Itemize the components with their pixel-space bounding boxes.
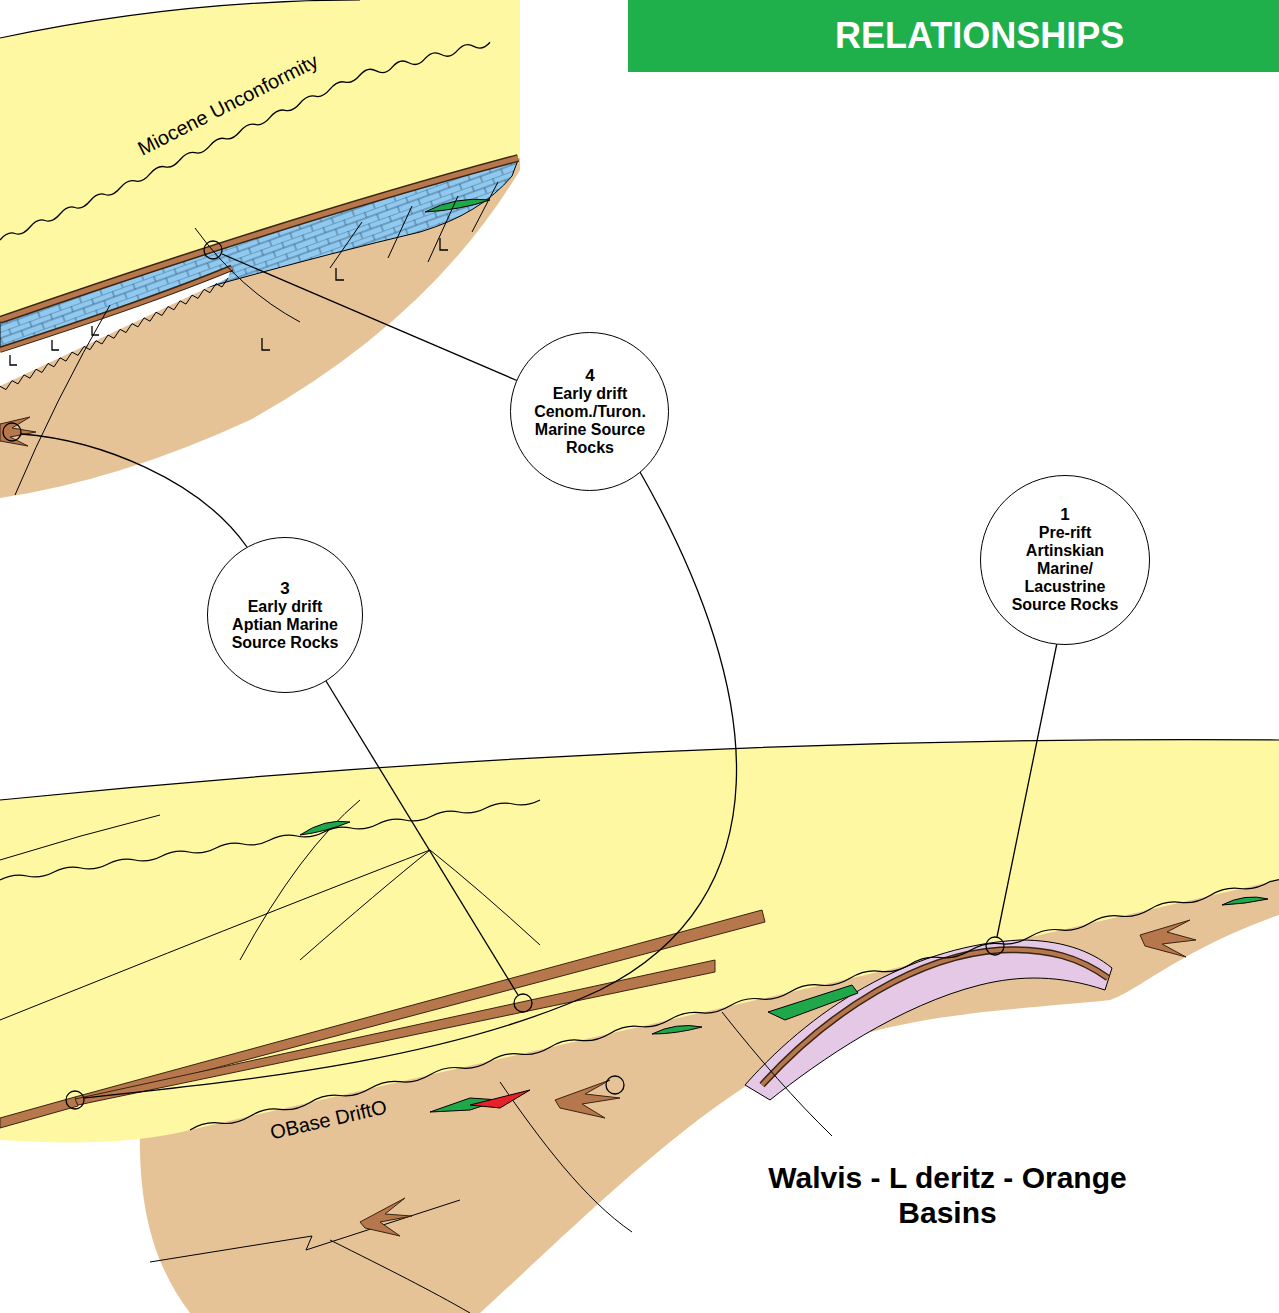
inset-section	[0, 0, 520, 498]
main-section-part	[470, 1090, 530, 1108]
main-section-part	[1222, 897, 1268, 905]
main-section-part	[300, 821, 350, 835]
callout-text: Pre-rift Artinskian Marine/ Lacustrine S…	[1006, 524, 1124, 614]
leader-lines	[3, 241, 1058, 1109]
main-section-part	[0, 800, 540, 1020]
callout-circle: 3Early drift Aptian Marine Source Rocks	[207, 537, 363, 693]
inset-section-part	[0, 0, 360, 38]
callout-number: 4	[585, 366, 594, 385]
callout-text: Early drift Cenom./Turon. Marine Source …	[531, 385, 649, 457]
main-section-part	[0, 740, 1279, 1143]
callout-number: 1	[1060, 505, 1069, 524]
leader-lines-part	[222, 254, 518, 381]
inset-section-part	[425, 199, 490, 212]
inset-section-part	[0, 272, 230, 386]
leader-lines-part	[326, 681, 518, 995]
callout-content: 4Early drift Cenom./Turon. Marine Source…	[531, 366, 649, 457]
inset-section-part	[0, 42, 490, 240]
main-section	[0, 740, 1279, 1313]
callout-content: 1Pre-rift Artinskian Marine/ Lacustrine …	[1006, 505, 1124, 614]
leader-lines-part	[997, 638, 1058, 937]
main-section-part	[652, 1026, 702, 1034]
leader-lines-part	[606, 1076, 624, 1094]
leader-lines-part	[986, 937, 1004, 955]
leader-lines-part	[66, 1091, 84, 1109]
main-section-part	[762, 950, 1108, 1085]
main-section-part	[190, 880, 1279, 1130]
main-section-part	[1140, 920, 1196, 957]
main-section-part	[150, 1012, 832, 1313]
basin-name: Walvis - L deritz - Orange Basins	[720, 1160, 1175, 1230]
callout-circle: 4Early drift Cenom./Turon. Marine Source…	[510, 332, 669, 491]
inset-section-part	[15, 182, 498, 495]
header-title: RELATIONSHIPS	[628, 0, 1279, 72]
main-section-part	[745, 940, 1112, 1100]
inset-section-part	[0, 160, 518, 348]
main-section-part	[768, 985, 858, 1020]
leader-lines-part	[3, 423, 21, 441]
main-section-part	[0, 740, 1279, 800]
inset-section-part	[0, 278, 228, 390]
callout-number: 3	[280, 579, 289, 598]
inset-section-part	[0, 417, 36, 446]
main-section-part	[75, 910, 765, 1104]
main-section-part	[0, 800, 540, 880]
leader-lines-part	[514, 994, 532, 1012]
main-section-part	[762, 950, 1108, 1085]
callout-circle: 1Pre-rift Artinskian Marine/ Lacustrine …	[980, 475, 1151, 646]
inset-section-part	[0, 268, 232, 350]
leader-lines-part	[84, 472, 737, 1098]
main-section-part	[555, 1080, 620, 1118]
main-section-part	[75, 960, 715, 1105]
callout-text: Early drift Aptian Marine Source Rocks	[226, 598, 344, 652]
inset-section-part	[0, 268, 232, 350]
leader-lines-part	[21, 434, 247, 547]
main-section-part	[360, 1198, 412, 1236]
leader-lines-part	[204, 241, 222, 259]
inset-section-part	[0, 0, 520, 498]
callout-content: 3Early drift Aptian Marine Source Rocks	[226, 579, 344, 652]
